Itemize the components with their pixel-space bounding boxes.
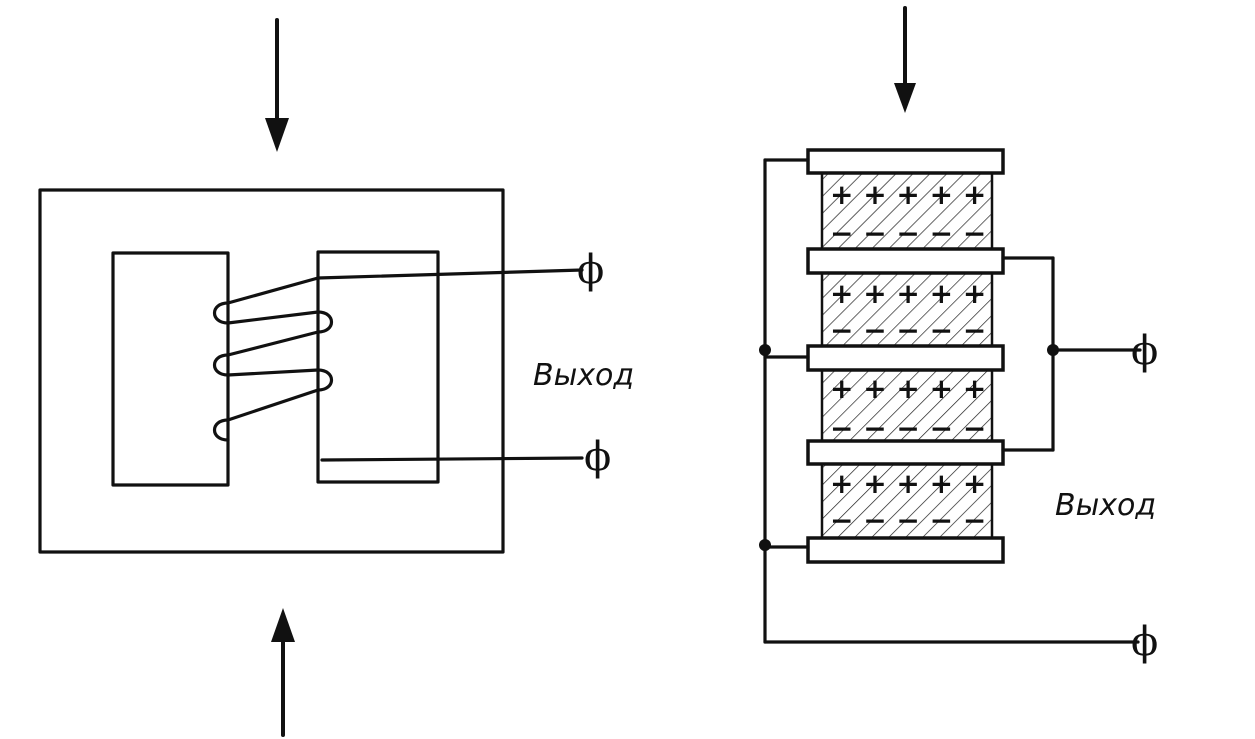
charges-plus-4: + + + + + (830, 467, 986, 500)
right-bus-wire (1001, 256, 1142, 452)
electrode-plate-4 (806, 439, 1005, 466)
force-arrow-top-left (265, 18, 289, 152)
charges-minus-1: − − − − − (830, 217, 986, 250)
electrode-plate-2 (806, 247, 1005, 275)
terminal-top-left: ϕ (577, 247, 604, 293)
force-arrow-bottom-left (271, 608, 295, 737)
piezo-layer-3 (820, 368, 994, 446)
charges-minus-2: − − − − − (830, 314, 986, 347)
left-bus-wire (759, 158, 1140, 644)
right-core-leg (316, 250, 440, 484)
piezo-layer-1 (820, 171, 994, 251)
output-label-left: Выход (533, 358, 634, 393)
electrode-plate-5 (806, 536, 1005, 564)
outer-core-frame (38, 188, 505, 554)
right-figure: + + + + + − − − − − + + + + + − − − − − … (759, 6, 1158, 665)
charges-plus-2: + + + + + (830, 277, 986, 310)
output-label-right: Выход (1055, 488, 1156, 523)
electrode-plate-3 (806, 344, 1005, 372)
electrode-plate-1 (806, 148, 1005, 175)
terminal-bottom-left: ϕ (584, 434, 611, 480)
terminal-middle-right: ϕ (1131, 328, 1158, 374)
charges-plus-3: + + + + + (830, 372, 986, 405)
left-core-leg (111, 251, 230, 487)
force-arrow-top-right (894, 6, 916, 113)
left-figure: ϕ ϕ Выход (38, 18, 634, 737)
terminal-bottom-right: ϕ (1131, 619, 1158, 665)
output-lead-bottom-left (320, 456, 584, 462)
coil-winding (212, 276, 334, 442)
output-lead-top-left (316, 268, 584, 280)
charges-minus-4: − − − − − (830, 504, 986, 537)
charges-plus-1: + + + + + (830, 178, 986, 211)
